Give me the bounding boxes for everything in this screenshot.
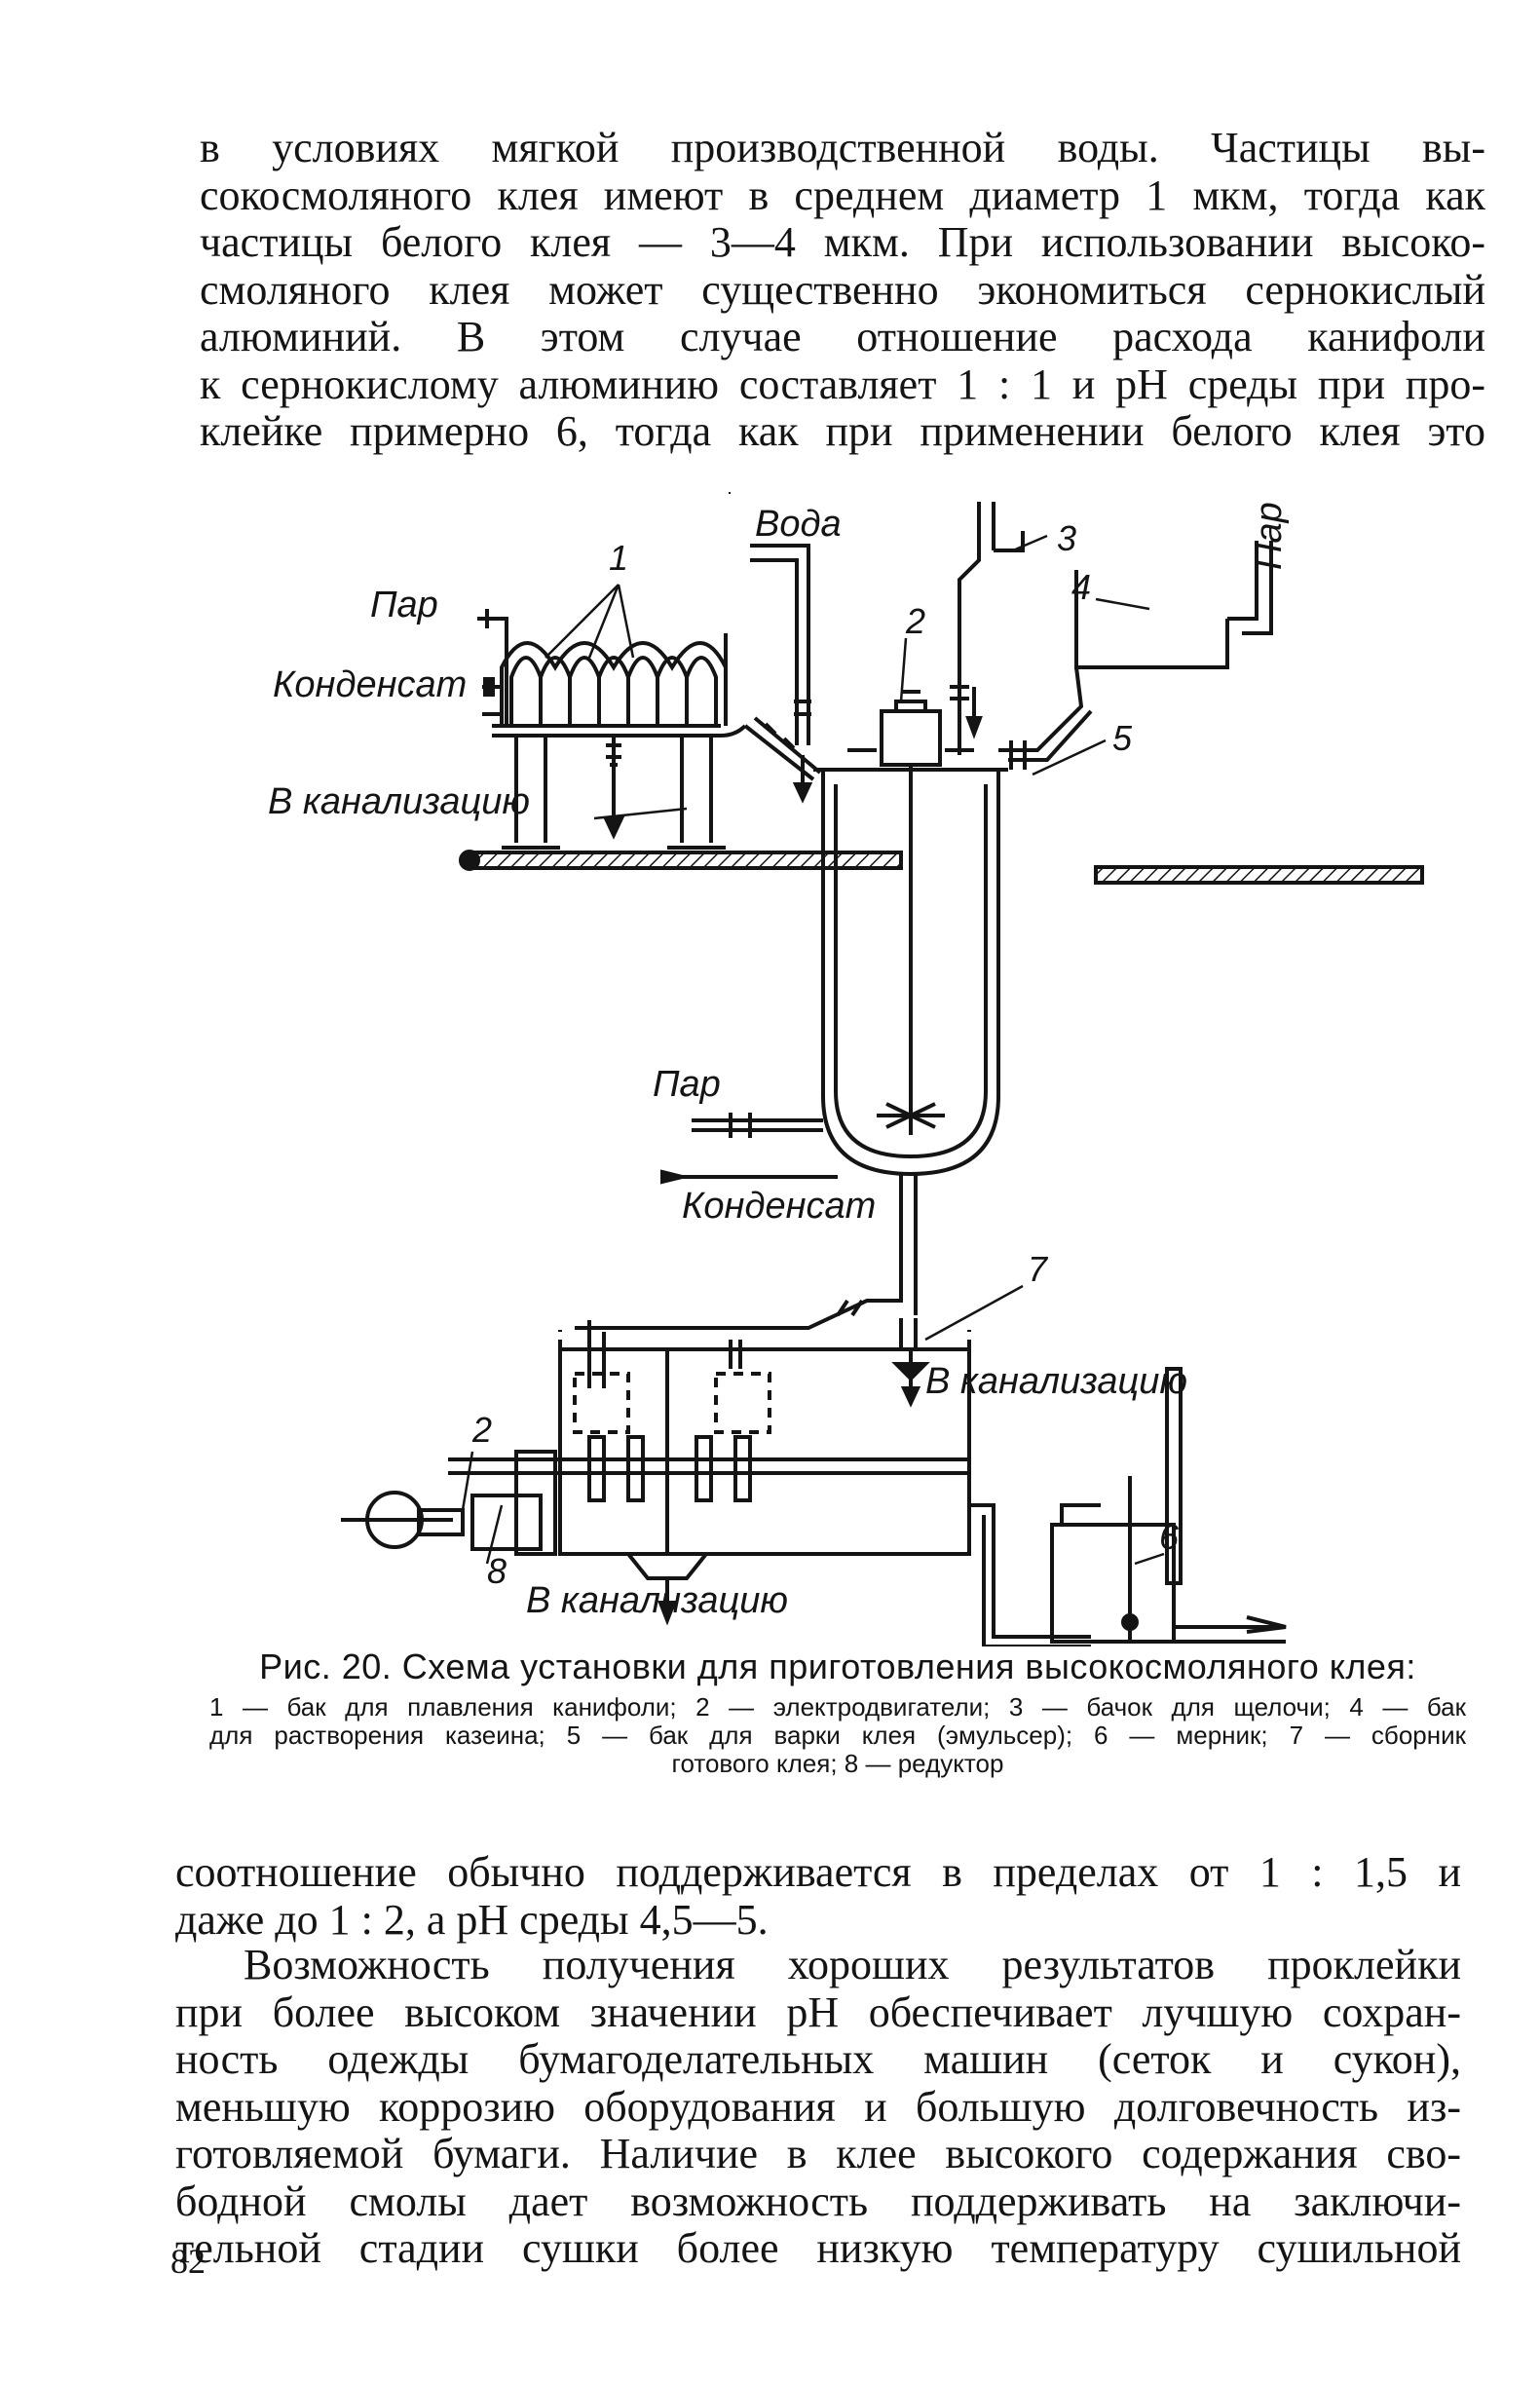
label-kondensat-left: Конденсат xyxy=(273,664,467,705)
page-number: 82 xyxy=(170,2242,206,2281)
paragraph-bottom-1: соотношение обычно поддерживается в пред… xyxy=(175,1848,1461,1944)
number-3: 3 xyxy=(1057,518,1076,558)
collector-shaft xyxy=(448,1457,969,1475)
floor-slab-right xyxy=(1094,865,1424,885)
label-kondensat-middle: Конденсат xyxy=(682,1186,876,1227)
text-line: сокосмоляного клея имеют в среднем диаме… xyxy=(200,170,1485,219)
text-line: клейке примерно 6, тогда как при примене… xyxy=(200,407,1485,455)
text-line: соотношение обычно поддерживается в пред… xyxy=(175,1848,1461,1896)
figure-diagram: Вода Пар Конденсат В канализацию Пар Пар… xyxy=(268,492,1424,1646)
emulsifier-outlet-pipe xyxy=(575,1174,918,1330)
text-line: меньшую коррозию оборудования и большую … xyxy=(175,2082,1461,2131)
casein-tank xyxy=(1074,570,1229,669)
number-2-bottom: 2 xyxy=(471,1410,492,1450)
text-line: готовляемой бумаги. Наличие в клее высок… xyxy=(175,2130,1461,2177)
text-line: тельной стадии сушки более низкую темпер… xyxy=(175,2224,1461,2272)
label-v-kanalizaciyu-3: В канализацию xyxy=(526,1580,788,1621)
number-6: 6 xyxy=(1159,1517,1180,1557)
label-par-middle: Пар xyxy=(653,1064,721,1105)
collector-tank xyxy=(558,1347,971,1556)
number-2-top: 2 xyxy=(905,601,925,641)
coil-loops xyxy=(509,656,718,726)
text-line: алюминий. В этом случае отношение расход… xyxy=(200,313,1485,360)
measuring-tank xyxy=(1050,1523,1176,1644)
paragraph-bottom-2: Возможность получения хороших результато… xyxy=(175,1941,1461,2273)
reducer xyxy=(470,1494,543,1551)
floor-end-dot xyxy=(459,850,480,871)
alkali-feed-pipe xyxy=(958,502,995,755)
text-line: смоляного клея может существенно экономи… xyxy=(200,265,1485,314)
tank1-base-pipe xyxy=(492,724,747,738)
coupling xyxy=(514,1450,557,1556)
number-7: 7 xyxy=(1028,1249,1049,1289)
label-voda: Вода xyxy=(755,504,842,545)
text-line: ность одежды бумагоделательных машин (се… xyxy=(175,2035,1461,2083)
label-v-kanalizaciyu-1: В канализацию xyxy=(268,781,530,822)
text-line: к сернокислому алюминию составляет 1 : 1… xyxy=(200,359,1485,408)
text-line: при более высоком значении pH обеспечива… xyxy=(175,1987,1461,2036)
label-par-left: Пар xyxy=(370,585,438,625)
label-par-right: Пар xyxy=(1249,502,1290,570)
label-v-kanalizaciyu-2: В канализацию xyxy=(925,1361,1187,1402)
caption-legend-line: готового клея; 8 — редуктор xyxy=(671,1749,1004,1778)
caption-legend-line: 1 — бак для плавления канифоли; 2 — элек… xyxy=(209,1692,1466,1722)
number-4: 4 xyxy=(1071,567,1091,607)
collector-drain xyxy=(626,1552,708,1580)
text-line: Возможность получения хороших результато… xyxy=(244,1941,1461,1988)
jacket-steam-pipe xyxy=(692,1118,823,1132)
caption-legend-line: для растворения казеина; 5 — бак для вар… xyxy=(209,1721,1466,1750)
caption-title: Рис. 20. Схема установки для приготовлен… xyxy=(259,1646,1416,1686)
text-line: даже до 1 : 2, а pH среды 4,5—5. xyxy=(175,1895,769,1944)
right-steam-pipe xyxy=(1227,541,1273,635)
text-line: частицы белого клея — 3—4 мкм. При испол… xyxy=(200,218,1485,266)
number-8: 8 xyxy=(487,1551,507,1591)
number-1: 1 xyxy=(609,538,628,578)
paragraph-top: в условиях мягкой производственной воды.… xyxy=(200,124,1485,456)
support-leg xyxy=(514,736,713,843)
text-line: в условиях мягкой производственной воды.… xyxy=(200,124,1485,171)
measuring-pipe xyxy=(969,1503,1091,1646)
text-line: бодной смолы дает возможность поддержива… xyxy=(175,2176,1461,2225)
number-5: 5 xyxy=(1112,718,1133,758)
emulsifier-tank xyxy=(821,770,1000,1177)
figure-caption: Рис. 20. Схема установки для приготовлен… xyxy=(209,1646,1466,1778)
caption-legend: 1 — бак для плавления канифоли; 2 — элек… xyxy=(209,1693,1466,1778)
emulsifier-motor xyxy=(880,709,942,767)
